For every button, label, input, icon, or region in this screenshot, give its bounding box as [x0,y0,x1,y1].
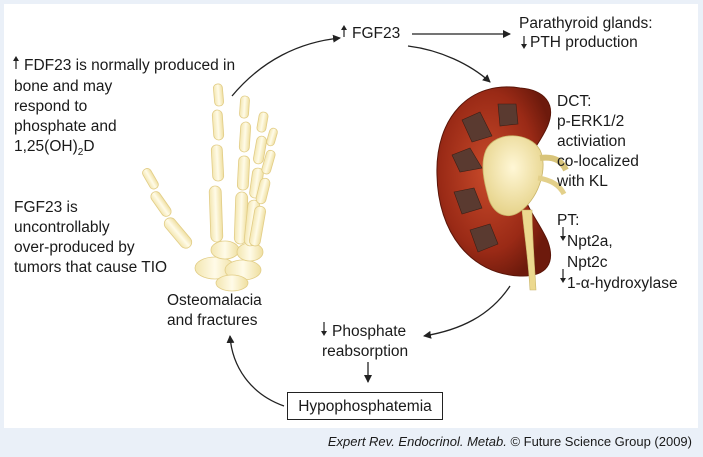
dct-line5: with KL [557,173,608,190]
bone-production-body: bone and may respond to phosphate and 1,… [14,77,117,163]
dct-line1: DCT: [557,93,592,110]
down-arrow-icon [560,269,566,283]
bone-production-line5: 1,25(OH)2D [14,138,95,159]
pt-item2: Npt2c [567,254,608,271]
phosphate-line2: reabsorption [322,343,409,360]
up-arrow-icon [341,25,347,37]
tumor-line2: uncontrollably [14,219,110,236]
bone-production-label: FDF23 is normally produced in [24,56,235,75]
tumor-line3: over-produced by [14,239,135,256]
hypophosphatemia-text: Hypophosphatemia [298,398,432,415]
down-arrow-icon [321,322,327,336]
citation-journal: Expert Rev. Endocrinol. Metab. [327,434,507,449]
dct-label: DCT: p-ERK1/2 activiation co-localized w… [557,92,639,192]
parathyroid-label: Parathyroid glands: PTH production [519,14,653,52]
citation-rest: © Future Science Group (2009) [510,434,692,449]
bone-production-line3: respond to [14,98,88,115]
phosphate-label: Phosphate reabsorption [322,322,408,362]
osteomalacia-line1: Osteomalacia [167,292,262,309]
pt-title: PT: [557,212,580,229]
dct-line4: co-localized [557,153,639,170]
cycle-arrows [226,30,511,407]
diagram-panel [4,4,698,428]
fgf23-text: FGF23 [352,25,401,42]
tumor-line4: tumors that cause TIO [14,259,168,276]
hand-bones-illustration [142,83,278,292]
osteomalacia-label: Osteomalacia and fractures [167,291,262,331]
up-arrow-icon [13,56,19,69]
phosphate-line1: Phosphate [332,323,407,340]
bone-production-line4: phosphate and [14,118,117,135]
direction-markers [13,25,566,336]
parathyroid-effect: PTH production [530,34,638,51]
pt-item1: Npt2a, [567,233,613,250]
bone-production-line1: FDF23 is normally produced in [24,57,236,74]
tumor-line1: FGF23 is [14,199,78,216]
dct-line2: p-ERK1/2 [557,113,625,130]
pt-item3: 1-α-hydroxylase [567,275,678,292]
osteomalacia-line2: and fractures [167,312,258,329]
pt-label: PT: Npt2a, Npt2c 1-α-hydroxylase [557,210,678,294]
fgf23-label: FGF23 [352,24,400,43]
citation: Expert Rev. Endocrinol. Metab. © Future … [300,434,692,449]
hypophosphatemia-box: Hypophosphatemia [287,392,443,420]
down-arrow-icon [521,36,527,49]
tumor-label: FGF23 is uncontrollably over-produced by… [14,198,167,278]
down-arrow-icon [560,227,566,241]
parathyroid-title: Parathyroid glands: [519,15,653,32]
kidney-illustration [436,86,569,291]
dct-line3: activiation [557,133,626,150]
bone-production-line2: bone and may [14,78,113,95]
